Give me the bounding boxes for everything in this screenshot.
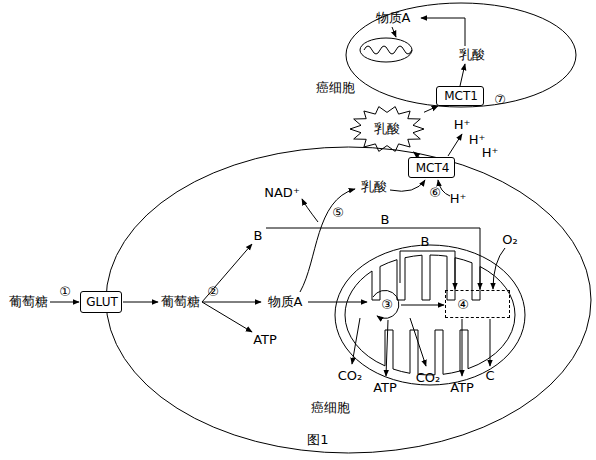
figure-caption: 图1	[307, 433, 328, 447]
transport-arrow	[414, 152, 420, 157]
molecule-label: CO₂	[338, 369, 363, 383]
reaction-arrow	[421, 18, 465, 46]
mitochondrion-inner	[345, 255, 515, 375]
reaction-arrow	[300, 189, 355, 292]
callout-number: ①	[59, 285, 71, 299]
reaction-arrow	[401, 305, 444, 306]
reaction-arrow	[352, 318, 360, 364]
callout-number: ③	[381, 298, 393, 312]
molecule-label: 葡萄糖	[9, 295, 48, 309]
molecule-label: B	[381, 213, 390, 227]
node-label: ④	[457, 298, 469, 312]
molecule-label: ATP	[373, 381, 397, 395]
reaction-arrow	[266, 228, 480, 289]
burst-shape	[350, 107, 424, 152]
cycle-arrow	[373, 290, 399, 318]
mitochondrion-cristae	[364, 46, 412, 54]
molecule-label: 乳酸	[459, 48, 485, 62]
reaction-arrow	[50, 302, 79, 303]
reaction-arrow	[123, 302, 158, 303]
node-label: 癌细胞	[316, 81, 355, 95]
lactate-burst: 乳酸	[350, 106, 424, 152]
reaction-arrow	[460, 64, 465, 86]
node-label: 乳酸	[374, 122, 400, 136]
reaction-arrow	[308, 302, 367, 303]
reaction-arrow	[202, 302, 252, 332]
node-label: MCT1	[444, 90, 478, 103]
reaction-arrow	[392, 27, 396, 37]
transporter-box: GLUT	[80, 291, 122, 313]
molecule-label: ATP	[253, 333, 277, 347]
callout-number: ②	[207, 285, 219, 299]
transporter-box: MCT1	[436, 86, 484, 106]
reaction-arrow	[202, 244, 252, 302]
node-label: 癌细胞	[311, 401, 350, 415]
transporter-box: MCT4	[408, 157, 455, 178]
cell-membrane	[346, 3, 576, 107]
reaction-arrow	[390, 180, 425, 191]
transport-arrow	[424, 106, 438, 112]
reaction-arrow	[448, 134, 462, 156]
reaction-arrow	[490, 319, 491, 366]
molecule-label: O₂	[502, 233, 517, 247]
node-label: MCT4	[416, 162, 450, 175]
ion-label: H⁺	[482, 146, 499, 160]
cell-membrane	[106, 147, 591, 453]
callout-number: ⑥	[429, 186, 441, 200]
molecule-label: ATP	[450, 381, 474, 395]
molecule-label: NAD⁺	[264, 186, 300, 200]
dashed-region: ④	[445, 290, 510, 318]
molecule-label: CO₂	[416, 371, 441, 385]
ion-label: H⁺	[450, 192, 467, 206]
molecule-label: B	[254, 229, 263, 243]
reaction-arrow	[462, 319, 463, 376]
molecule-label: B	[421, 235, 430, 249]
reaction-arrow	[302, 199, 318, 222]
reaction-arrow	[410, 318, 426, 366]
reaction-arrow	[400, 251, 455, 289]
molecule-label: 物质A	[268, 295, 303, 309]
molecule-label: 物质A	[376, 11, 411, 25]
molecule-label: 葡萄糖	[161, 295, 200, 309]
node-label: GLUT	[86, 296, 118, 309]
callout-number: ⑤	[332, 206, 344, 220]
mitochondrion-outer	[335, 245, 525, 385]
reaction-arrow	[493, 248, 505, 289]
ion-label: H⁺	[454, 118, 471, 132]
callout-number: ⑦	[494, 93, 506, 107]
reaction-arrow	[386, 320, 388, 376]
molecule-label: C	[485, 369, 494, 383]
reaction-arrow	[202, 302, 261, 303]
mitochondrion-outer	[360, 38, 412, 62]
molecule-label: 乳酸	[361, 180, 387, 194]
